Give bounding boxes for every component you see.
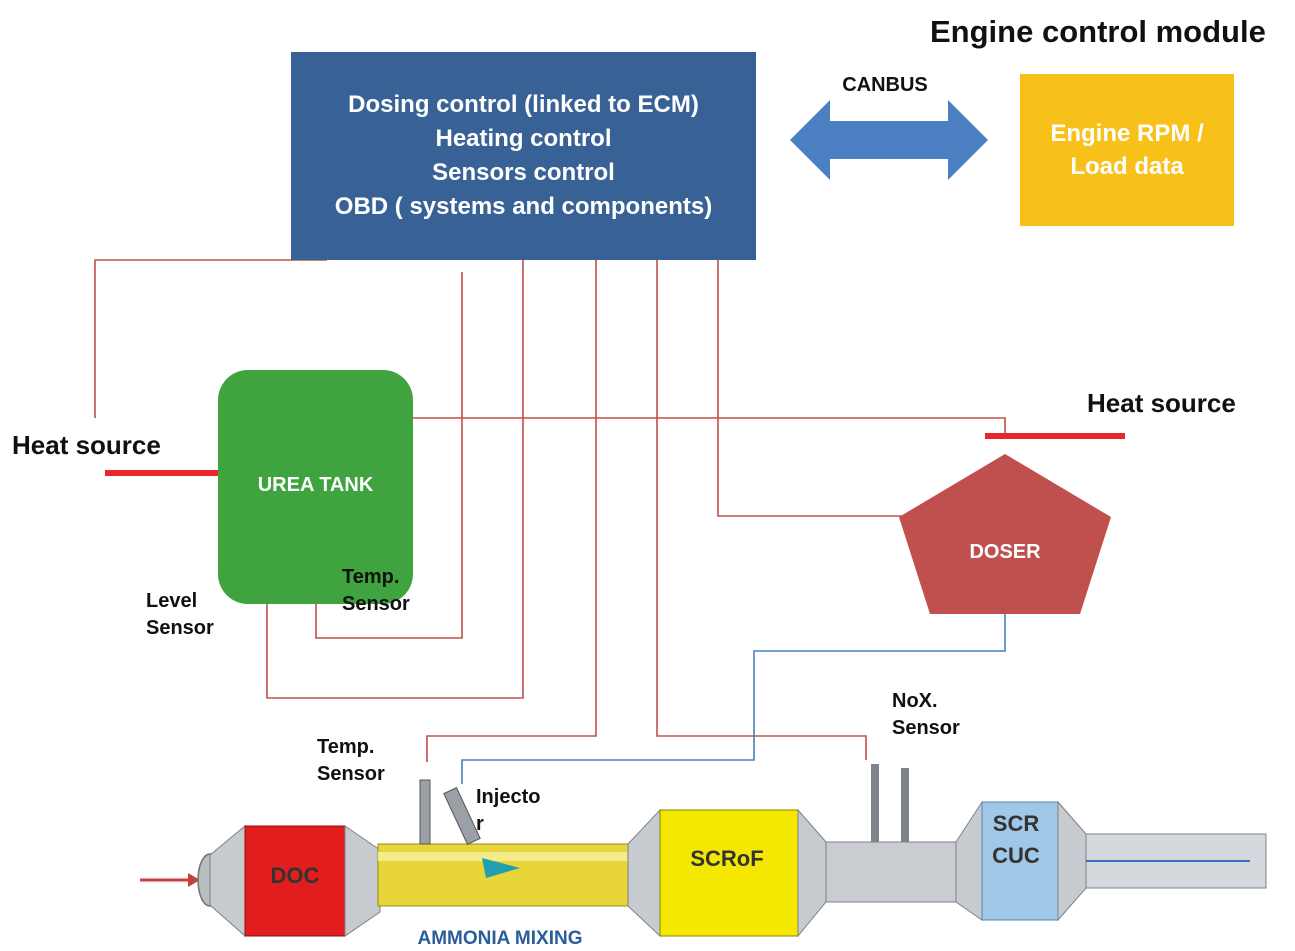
scrof-label: SCRoF	[690, 846, 764, 871]
wire-temp-pipe	[426, 260, 597, 762]
nox-sensor-label: NoX. Sensor	[892, 690, 960, 739]
doser-shape	[899, 454, 1111, 614]
scr-body	[981, 801, 1059, 921]
tank-temp-sensor-label: Temp. Sensor	[342, 566, 410, 615]
canbus-arrow-icon	[790, 100, 988, 180]
injector-label: Injecto r	[476, 786, 541, 835]
canbus-label: CANBUS	[842, 74, 928, 96]
mixing-pipe-highlight	[378, 852, 628, 861]
ecm-title: Engine control module	[930, 14, 1266, 49]
ammonia-mixing-label: AMMONIA MIXING	[417, 928, 583, 949]
heat-source-left-label: Heat source	[12, 430, 161, 460]
scr-rear-cone	[1057, 800, 1087, 922]
nox-probe-a	[871, 764, 879, 842]
control-line-sensors: Sensors control	[432, 159, 615, 186]
scr-cuc-label: SCR CUC	[992, 811, 1040, 868]
scrof-rear-cone	[797, 808, 827, 938]
control-line-obd: OBD ( systems and components)	[334, 193, 713, 220]
mid-pipe	[825, 841, 957, 903]
load-line: Load data	[1070, 153, 1184, 180]
injector-body	[443, 787, 481, 845]
doc-label: DOC	[270, 863, 320, 888]
wire-level	[266, 260, 524, 699]
pipe-temp-sensor-label: Temp. Sensor	[317, 736, 385, 785]
temp-sensor-probe	[419, 779, 431, 845]
scrof-front-cone	[627, 808, 661, 938]
urea-tank-label: UREA TANK	[257, 474, 374, 496]
doser-label: DOSER	[969, 541, 1041, 563]
control-wiring	[94, 259, 1006, 762]
wire-nox	[656, 260, 867, 760]
urea-tank	[218, 370, 413, 604]
wire-heat-left	[94, 259, 327, 418]
ecm-data-box: Engine RPM / Load data	[1020, 74, 1234, 226]
control-line-heating: Heating control	[435, 125, 612, 152]
exhaust-assembly	[140, 764, 1267, 938]
control-line-dosing: Dosing control (linked to ECM)	[348, 91, 699, 118]
scrof-body	[659, 809, 799, 937]
doc-rear-cone	[344, 825, 381, 937]
heat-source-right-label: Heat source	[1087, 388, 1236, 418]
mixer-cone-icon	[482, 858, 520, 878]
wire-heat-right	[413, 417, 1006, 436]
inlet-arrow-head	[188, 873, 200, 887]
rpm-line: Engine RPM /	[1050, 120, 1204, 147]
wire-doser-injector	[461, 614, 1006, 784]
wire-doser	[717, 260, 903, 517]
level-sensor-label: Level Sensor	[146, 590, 214, 639]
control-unit-box: Dosing control (linked to ECM) Heating c…	[291, 52, 756, 260]
wire-temp-tank	[315, 272, 463, 639]
nox-probe-b	[901, 768, 909, 842]
